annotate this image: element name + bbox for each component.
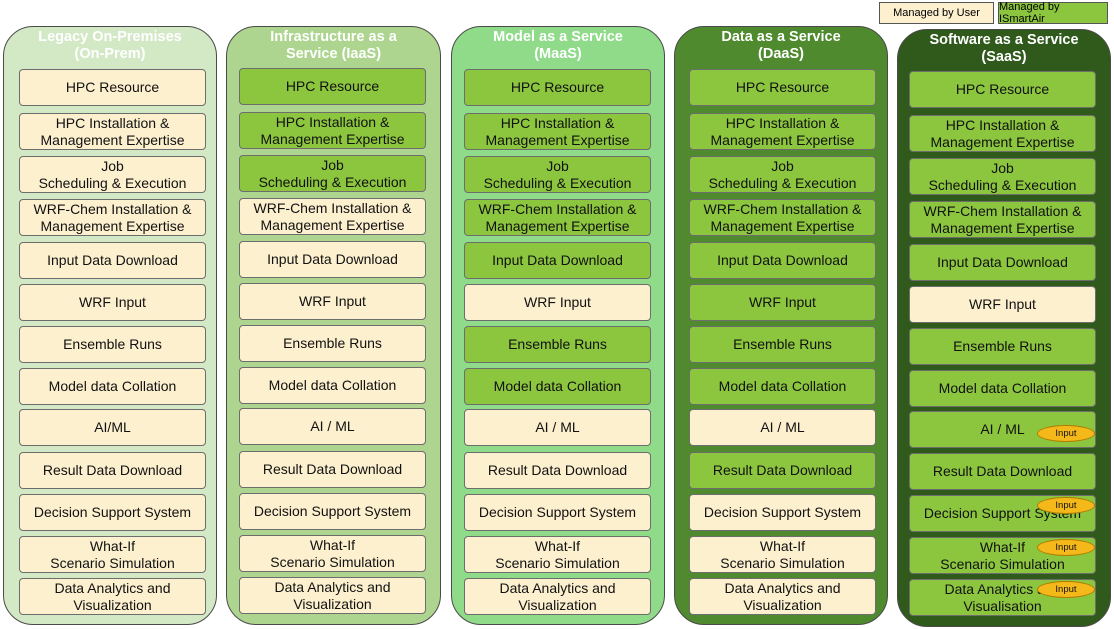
legend-managed-by-ismartair: Managed by ISmartAir [998, 1, 1108, 25]
service-cell: Decision Support System [464, 494, 651, 531]
service-cell: WRF Input [19, 284, 206, 321]
service-cell: WRF Input [239, 283, 426, 320]
service-cell: WRF-Chem Installation & Management Exper… [689, 199, 876, 236]
service-cell: Model data Collation [909, 370, 1096, 407]
service-cell: Job Scheduling & Execution [19, 156, 206, 193]
service-cell: Decision Support System [239, 493, 426, 530]
service-cell: Job Scheduling & Execution [909, 158, 1096, 195]
service-cell: What-If Scenario Simulation [464, 536, 651, 573]
input-badge: Input [1037, 425, 1095, 442]
service-cell: Input Data Download [464, 242, 651, 279]
service-cell: What-If Scenario Simulation [239, 535, 426, 572]
legend-managed-by-user: Managed by User [879, 2, 994, 24]
service-cell: Decision Support System [689, 494, 876, 531]
service-cell: Result Data Download [239, 451, 426, 488]
service-cell: Ensemble Runs [239, 325, 426, 362]
service-cell: Data Analytics and Visualization [19, 578, 206, 615]
service-cell: HPC Installation & Management Expertise [464, 113, 651, 150]
service-cell: Result Data Download [689, 452, 876, 489]
service-cell: Ensemble Runs [909, 328, 1096, 365]
service-cell: WRF Input [909, 286, 1096, 323]
service-cell: AI/ML [19, 409, 206, 446]
service-cell: WRF Input [464, 284, 651, 321]
service-cell: WRF-Chem Installation & Management Exper… [909, 201, 1096, 238]
input-badge: Input [1037, 539, 1095, 556]
service-cell: What-If Scenario Simulation [689, 536, 876, 573]
service-cell: Input Data Download [239, 241, 426, 278]
column-title: Data as a Service (DaaS) [721, 29, 841, 62]
service-cell: WRF-Chem Installation & Management Exper… [19, 199, 206, 236]
service-cell: Input Data Download [909, 244, 1096, 281]
service-cell: HPC Installation & Management Expertise [19, 113, 206, 150]
service-cell: Decision Support System [19, 494, 206, 531]
service-cell: Input Data Download [689, 242, 876, 279]
service-cell: Ensemble Runs [689, 326, 876, 363]
service-cell: Result Data Download [909, 453, 1096, 490]
service-cell: HPC Installation & Management Expertise [909, 115, 1096, 152]
service-cell: HPC Installation & Management Expertise [239, 112, 426, 149]
service-cell: Result Data Download [19, 452, 206, 489]
column-title: Software as a Service (SaaS) [929, 32, 1079, 65]
service-cell: Input Data Download [19, 242, 206, 279]
service-cell: Data Analytics and Visualization [689, 578, 876, 615]
service-cell: HPC Resource [239, 68, 426, 105]
service-cell: Data Analytics and Visualization [239, 577, 426, 614]
service-cell: Result Data Download [464, 452, 651, 489]
column-title: Model as a Service (MaaS) [493, 29, 623, 62]
service-cell: What-If Scenario Simulation [19, 536, 206, 573]
service-cell: Model data Collation [464, 368, 651, 405]
service-column-5: Software as a Service (SaaS) HPC Resource… [897, 29, 1111, 627]
service-cell: Job Scheduling & Execution [239, 155, 426, 192]
service-cell: HPC Installation & Management Expertise [689, 113, 876, 150]
service-cell: AI / ML [689, 409, 876, 446]
service-cell: HPC Resource [689, 69, 876, 106]
service-cell: WRF-Chem Installation & Management Exper… [464, 199, 651, 236]
service-cell: Data Analytics and Visualisation [909, 579, 1096, 616]
service-cell: Model data Collation [19, 368, 206, 405]
service-cell: Ensemble Runs [464, 326, 651, 363]
service-cell: AI / ML [464, 409, 651, 446]
service-cell: HPC Resource [464, 69, 651, 106]
service-column-2: Infrastructure as a Service (IaaS) HPC Re… [226, 26, 441, 625]
service-column-1: Legacy On-Premises (On-Prem) HPC Resource… [3, 26, 217, 625]
input-badge: Input [1037, 497, 1095, 514]
service-cell: Data Analytics and Visualization [464, 578, 651, 615]
service-cell: Model data Collation [689, 368, 876, 405]
service-cell: Ensemble Runs [19, 326, 206, 363]
input-badge: Input [1037, 581, 1095, 598]
column-title: Legacy On-Premises (On-Prem) [38, 29, 182, 62]
column-title: Infrastructure as a Service (IaaS) [270, 29, 397, 62]
service-cell: Model data Collation [239, 367, 426, 404]
service-cell: AI / ML [239, 408, 426, 445]
service-cell: WRF-Chem Installation & Management Exper… [239, 198, 426, 235]
service-cell: Job Scheduling & Execution [464, 156, 651, 193]
service-cell: HPC Resource [909, 71, 1096, 108]
service-cell: HPC Resource [19, 69, 206, 106]
service-cell: Job Scheduling & Execution [689, 156, 876, 193]
service-cell: WRF Input [689, 284, 876, 321]
